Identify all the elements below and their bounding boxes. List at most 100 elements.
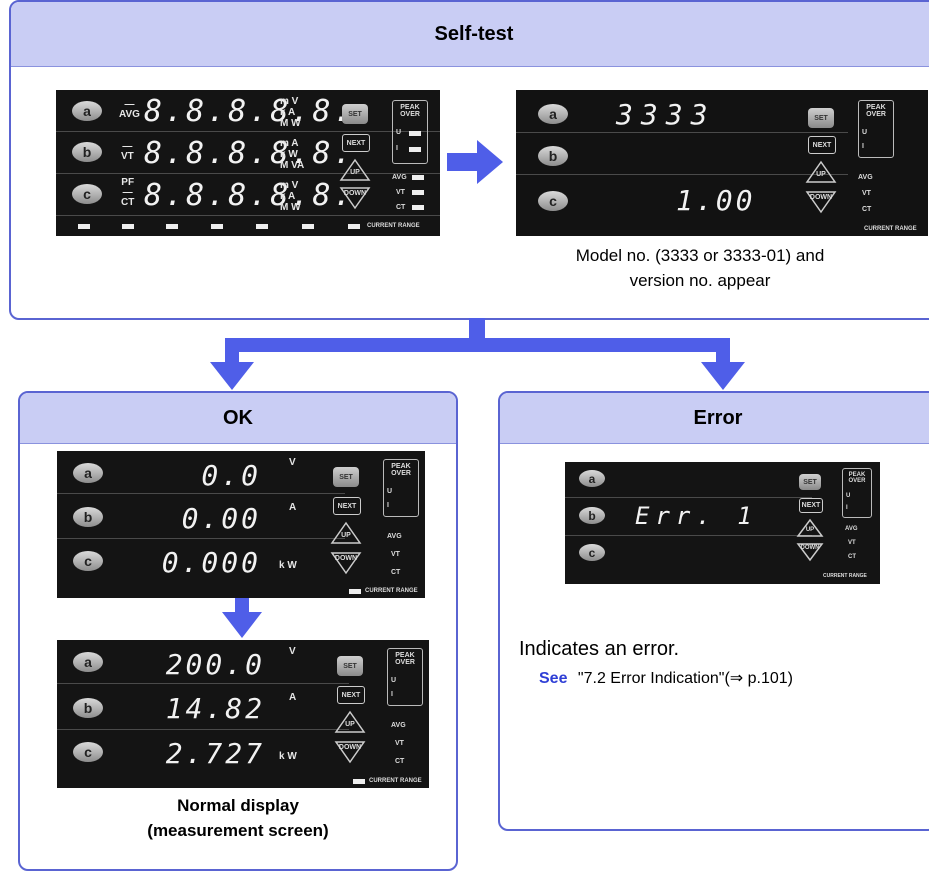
prefix-vt: — VT bbox=[121, 141, 134, 162]
panel-row-a bbox=[56, 90, 440, 132]
set-button[interactable]: SET bbox=[799, 474, 821, 490]
ok-caption-line1: Normal display bbox=[177, 796, 299, 815]
error-indication-link[interactable]: "7.2 Error Indication"(⇒ p.101) bbox=[577, 670, 794, 687]
selftest-caption: Model no. (3333 or 3333-01) and version … bbox=[500, 243, 900, 293]
vt-label: VT bbox=[395, 740, 404, 747]
up-label: UP bbox=[345, 721, 355, 728]
channel-c-button[interactable]: c bbox=[579, 544, 605, 561]
unit-a: V bbox=[289, 457, 296, 468]
peak-i-label: I bbox=[396, 145, 398, 152]
channel-a-button[interactable]: a bbox=[538, 104, 568, 124]
peak-u-label: U bbox=[846, 493, 851, 499]
down-triangle-icon bbox=[796, 543, 824, 562]
panel-row-a bbox=[516, 90, 848, 133]
avg-label: AVG bbox=[391, 722, 406, 729]
set-button[interactable]: SET bbox=[808, 108, 834, 128]
down-button[interactable]: DOWN bbox=[330, 551, 362, 575]
error-reference: See "7.2 Error Indication"(⇒ p.101) bbox=[539, 668, 793, 688]
peak-label: PEAK bbox=[400, 104, 420, 111]
peak-over-indicator: PEAK OVER U I bbox=[842, 468, 872, 518]
ct-label: CT bbox=[395, 758, 405, 765]
ok-caption: Normal display (measurement screen) bbox=[38, 793, 438, 843]
unit-a: V bbox=[289, 646, 296, 657]
range-led-2 bbox=[122, 224, 134, 229]
units-b: m A k W M VA bbox=[280, 138, 305, 171]
channel-a-button[interactable]: a bbox=[72, 101, 102, 121]
range-led-6 bbox=[302, 224, 314, 229]
channel-b-button[interactable]: b bbox=[579, 507, 605, 524]
next-button[interactable]: NEXT bbox=[342, 134, 370, 152]
vt-label: VT bbox=[396, 189, 405, 196]
channel-c-button[interactable]: c bbox=[72, 184, 102, 204]
channel-c-button[interactable]: c bbox=[73, 742, 103, 762]
channel-b-button[interactable]: b bbox=[73, 507, 103, 527]
ct-label: CT bbox=[391, 569, 401, 576]
branch-arrows bbox=[210, 318, 745, 390]
arrow-down-icon bbox=[222, 598, 262, 638]
channel-b-button[interactable]: b bbox=[538, 146, 568, 166]
peak-u-label: U bbox=[387, 488, 393, 495]
avg-label: AVG bbox=[387, 533, 402, 540]
display-b-value: 0.00 bbox=[181, 502, 261, 535]
error-display-panel: a b c Err. 1 SET NEXT UP DOWN PEAK OVER … bbox=[565, 462, 880, 584]
over-label: OVER bbox=[866, 111, 886, 118]
display-a-value: 0.0 bbox=[201, 459, 261, 492]
peak-label: PEAK bbox=[391, 463, 411, 470]
up-button[interactable]: UP bbox=[796, 518, 824, 538]
up-button[interactable]: UP bbox=[805, 160, 837, 184]
down-button[interactable]: DOWN bbox=[339, 186, 371, 210]
up-button[interactable]: UP bbox=[334, 710, 366, 734]
current-range-label: CURRENT RANGE bbox=[369, 778, 422, 784]
up-button[interactable]: UP bbox=[339, 158, 371, 182]
over-label: OVER bbox=[848, 478, 866, 484]
next-button[interactable]: NEXT bbox=[808, 136, 836, 154]
down-label: DOWN bbox=[343, 190, 367, 197]
unit-c: k W bbox=[279, 751, 297, 762]
ok-title: OK bbox=[20, 393, 456, 444]
down-button[interactable]: DOWN bbox=[805, 190, 837, 214]
up-label: UP bbox=[816, 171, 826, 178]
channel-a-button[interactable]: a bbox=[73, 652, 103, 672]
channel-b-button[interactable]: b bbox=[72, 142, 102, 162]
channel-c-button[interactable]: c bbox=[73, 551, 103, 571]
peak-over-indicator: PEAK OVER U I bbox=[858, 100, 894, 158]
panel-row-b bbox=[56, 131, 440, 174]
channel-a-button[interactable]: a bbox=[579, 470, 605, 487]
current-range-label: CURRENT RANGE bbox=[864, 226, 917, 232]
display-a-value: 8.8.8.8.8. bbox=[144, 94, 355, 129]
range-led bbox=[349, 589, 361, 594]
vt-label: VT bbox=[391, 551, 400, 558]
down-button[interactable]: DOWN bbox=[334, 740, 366, 764]
avg-label: AVG bbox=[392, 174, 407, 181]
current-range-label: CURRENT RANGE bbox=[365, 588, 418, 594]
next-button[interactable]: NEXT bbox=[799, 498, 823, 513]
panel-row-a bbox=[57, 640, 349, 684]
up-button[interactable]: UP bbox=[330, 521, 362, 545]
down-label: DOWN bbox=[809, 194, 833, 201]
display-b-value: 8.8.8.8.8. bbox=[144, 136, 355, 171]
up-triangle-icon bbox=[796, 518, 824, 537]
see-label: See bbox=[539, 670, 568, 687]
display-c-value: 1.00 bbox=[676, 184, 756, 217]
set-button[interactable]: SET bbox=[342, 104, 368, 124]
vt-label: VT bbox=[848, 540, 856, 546]
up-triangle-icon bbox=[339, 158, 371, 181]
up-triangle-icon bbox=[330, 521, 362, 544]
channel-b-button[interactable]: b bbox=[73, 698, 103, 718]
channel-a-button[interactable]: a bbox=[73, 463, 103, 483]
up-label: UP bbox=[341, 532, 351, 539]
set-button[interactable]: SET bbox=[333, 467, 359, 487]
range-led-7 bbox=[348, 224, 360, 229]
ct-led bbox=[412, 205, 424, 210]
selftest-model-display-panel: a b c 3333 1.00 SET NEXT UP DOWN PEAK OV… bbox=[516, 90, 928, 236]
selftest-caption-line2: version no. appear bbox=[629, 271, 771, 290]
peak-over-indicator: PEAK OVER U I bbox=[392, 100, 428, 164]
channel-c-button[interactable]: c bbox=[538, 191, 568, 211]
next-button[interactable]: NEXT bbox=[333, 497, 361, 515]
next-button[interactable]: NEXT bbox=[337, 686, 365, 704]
down-button[interactable]: DOWN bbox=[796, 542, 824, 562]
unit-b: A bbox=[289, 692, 297, 703]
unit-b: A bbox=[289, 502, 297, 513]
set-button[interactable]: SET bbox=[337, 656, 363, 676]
up-label: UP bbox=[805, 527, 815, 533]
